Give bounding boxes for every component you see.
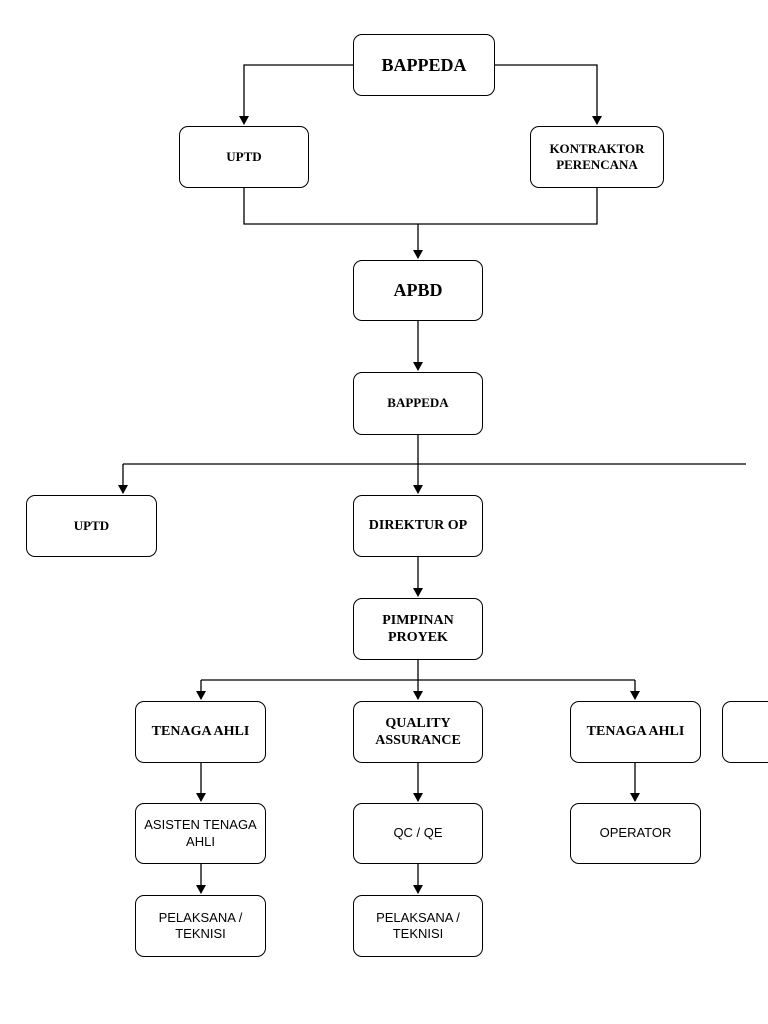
node-asisten-label: ASISTEN TENAGA AHLI — [144, 817, 257, 849]
node-kontraktor-label: KONTRAKTOR PERENCANA — [549, 140, 645, 172]
node-pelaksana-mid-label: PELAKSANA / TEKNISI — [376, 909, 460, 941]
connector-bappeda-kontraktor — [495, 64, 602, 125]
node-direktur-label: DIREKTUR OP — [368, 518, 468, 534]
node-bappeda-mid[interactable]: BAPPEDA — [353, 372, 483, 435]
node-bappeda-mid-label: BAPPEDA — [387, 395, 449, 411]
node-pimpinan-label: PIMPINAN PROYEK — [382, 612, 454, 646]
node-pelaksana-left-label: PELAKSANA / TEKNISI — [158, 909, 243, 941]
node-qc-qe[interactable]: QC / QE — [353, 803, 483, 864]
node-operator[interactable]: OPERATOR — [570, 803, 701, 864]
node-apbd[interactable]: APBD — [353, 260, 483, 321]
node-tenaga-ahli-right-label: TENAGA AHLI — [586, 724, 685, 740]
connector-kontraktor-merge — [418, 188, 598, 225]
node-tenaga-ahli-right[interactable]: TENAGA AHLI — [570, 701, 701, 763]
node-cut-off-right — [722, 701, 768, 763]
node-tenaga-ahli-left-label: TENAGA AHLI — [151, 724, 250, 740]
node-qcqe-label: QC / QE — [393, 825, 443, 841]
connector-uptd-merge — [243, 188, 418, 225]
node-bappeda-top[interactable]: BAPPEDA — [353, 34, 495, 96]
connector-bappeda-uptd — [239, 64, 353, 125]
node-pelaksana-mid[interactable]: PELAKSANA / TEKNISI — [353, 895, 483, 957]
node-asisten-tenaga-ahli[interactable]: ASISTEN TENAGA AHLI — [135, 803, 266, 864]
node-quality-assurance[interactable]: QUALITY ASSURANCE — [353, 701, 483, 763]
node-operator-label: OPERATOR — [599, 825, 672, 841]
node-bappeda-top-label: BAPPEDA — [381, 54, 467, 75]
node-uptd-mid-label: UPTD — [73, 517, 110, 533]
node-pelaksana-left[interactable]: PELAKSANA / TEKNISI — [135, 895, 266, 957]
node-kontraktor-perencana[interactable]: KONTRAKTOR PERENCANA — [530, 126, 664, 188]
node-quality-label: QUALITY ASSURANCE — [375, 715, 461, 749]
node-pimpinan-proyek[interactable]: PIMPINAN PROYEK — [353, 598, 483, 660]
node-tenaga-ahli-left[interactable]: TENAGA AHLI — [135, 701, 266, 763]
node-uptd-top-label: UPTD — [226, 148, 262, 164]
node-direktur-op[interactable]: DIREKTUR OP — [353, 495, 483, 557]
node-apbd-label: APBD — [393, 280, 443, 301]
node-uptd-top[interactable]: UPTD — [179, 126, 309, 188]
node-uptd-mid[interactable]: UPTD — [26, 495, 157, 557]
